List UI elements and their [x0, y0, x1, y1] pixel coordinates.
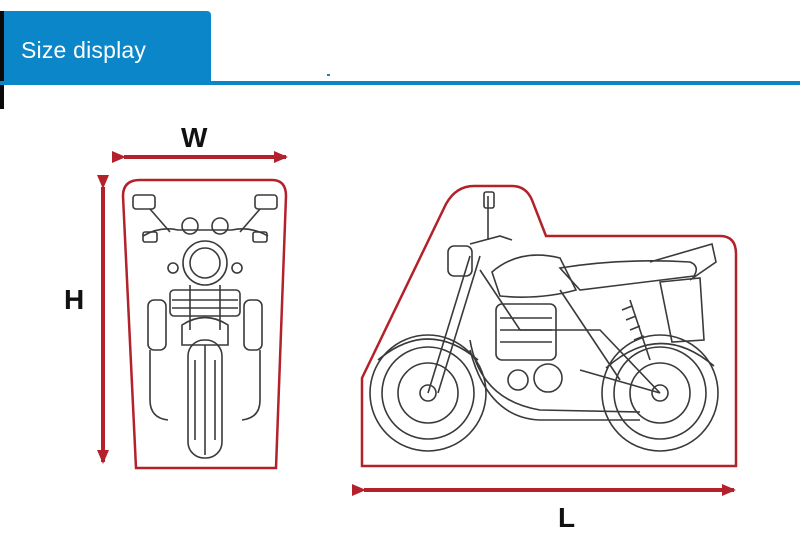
side-cover-outline [360, 184, 738, 468]
height-label: H [64, 284, 85, 315]
header-tab-accent [0, 11, 4, 109]
header-tab [0, 11, 211, 82]
motorcycle-side-view [369, 191, 719, 452]
width-label: W [181, 122, 208, 153]
front-cover-outline [121, 178, 288, 470]
length-label: L [558, 502, 576, 533]
header-rule-mark [327, 74, 330, 76]
header-rule [0, 81, 800, 85]
section-title: Size display [21, 37, 147, 63]
motorcycle-front-view [132, 194, 278, 459]
